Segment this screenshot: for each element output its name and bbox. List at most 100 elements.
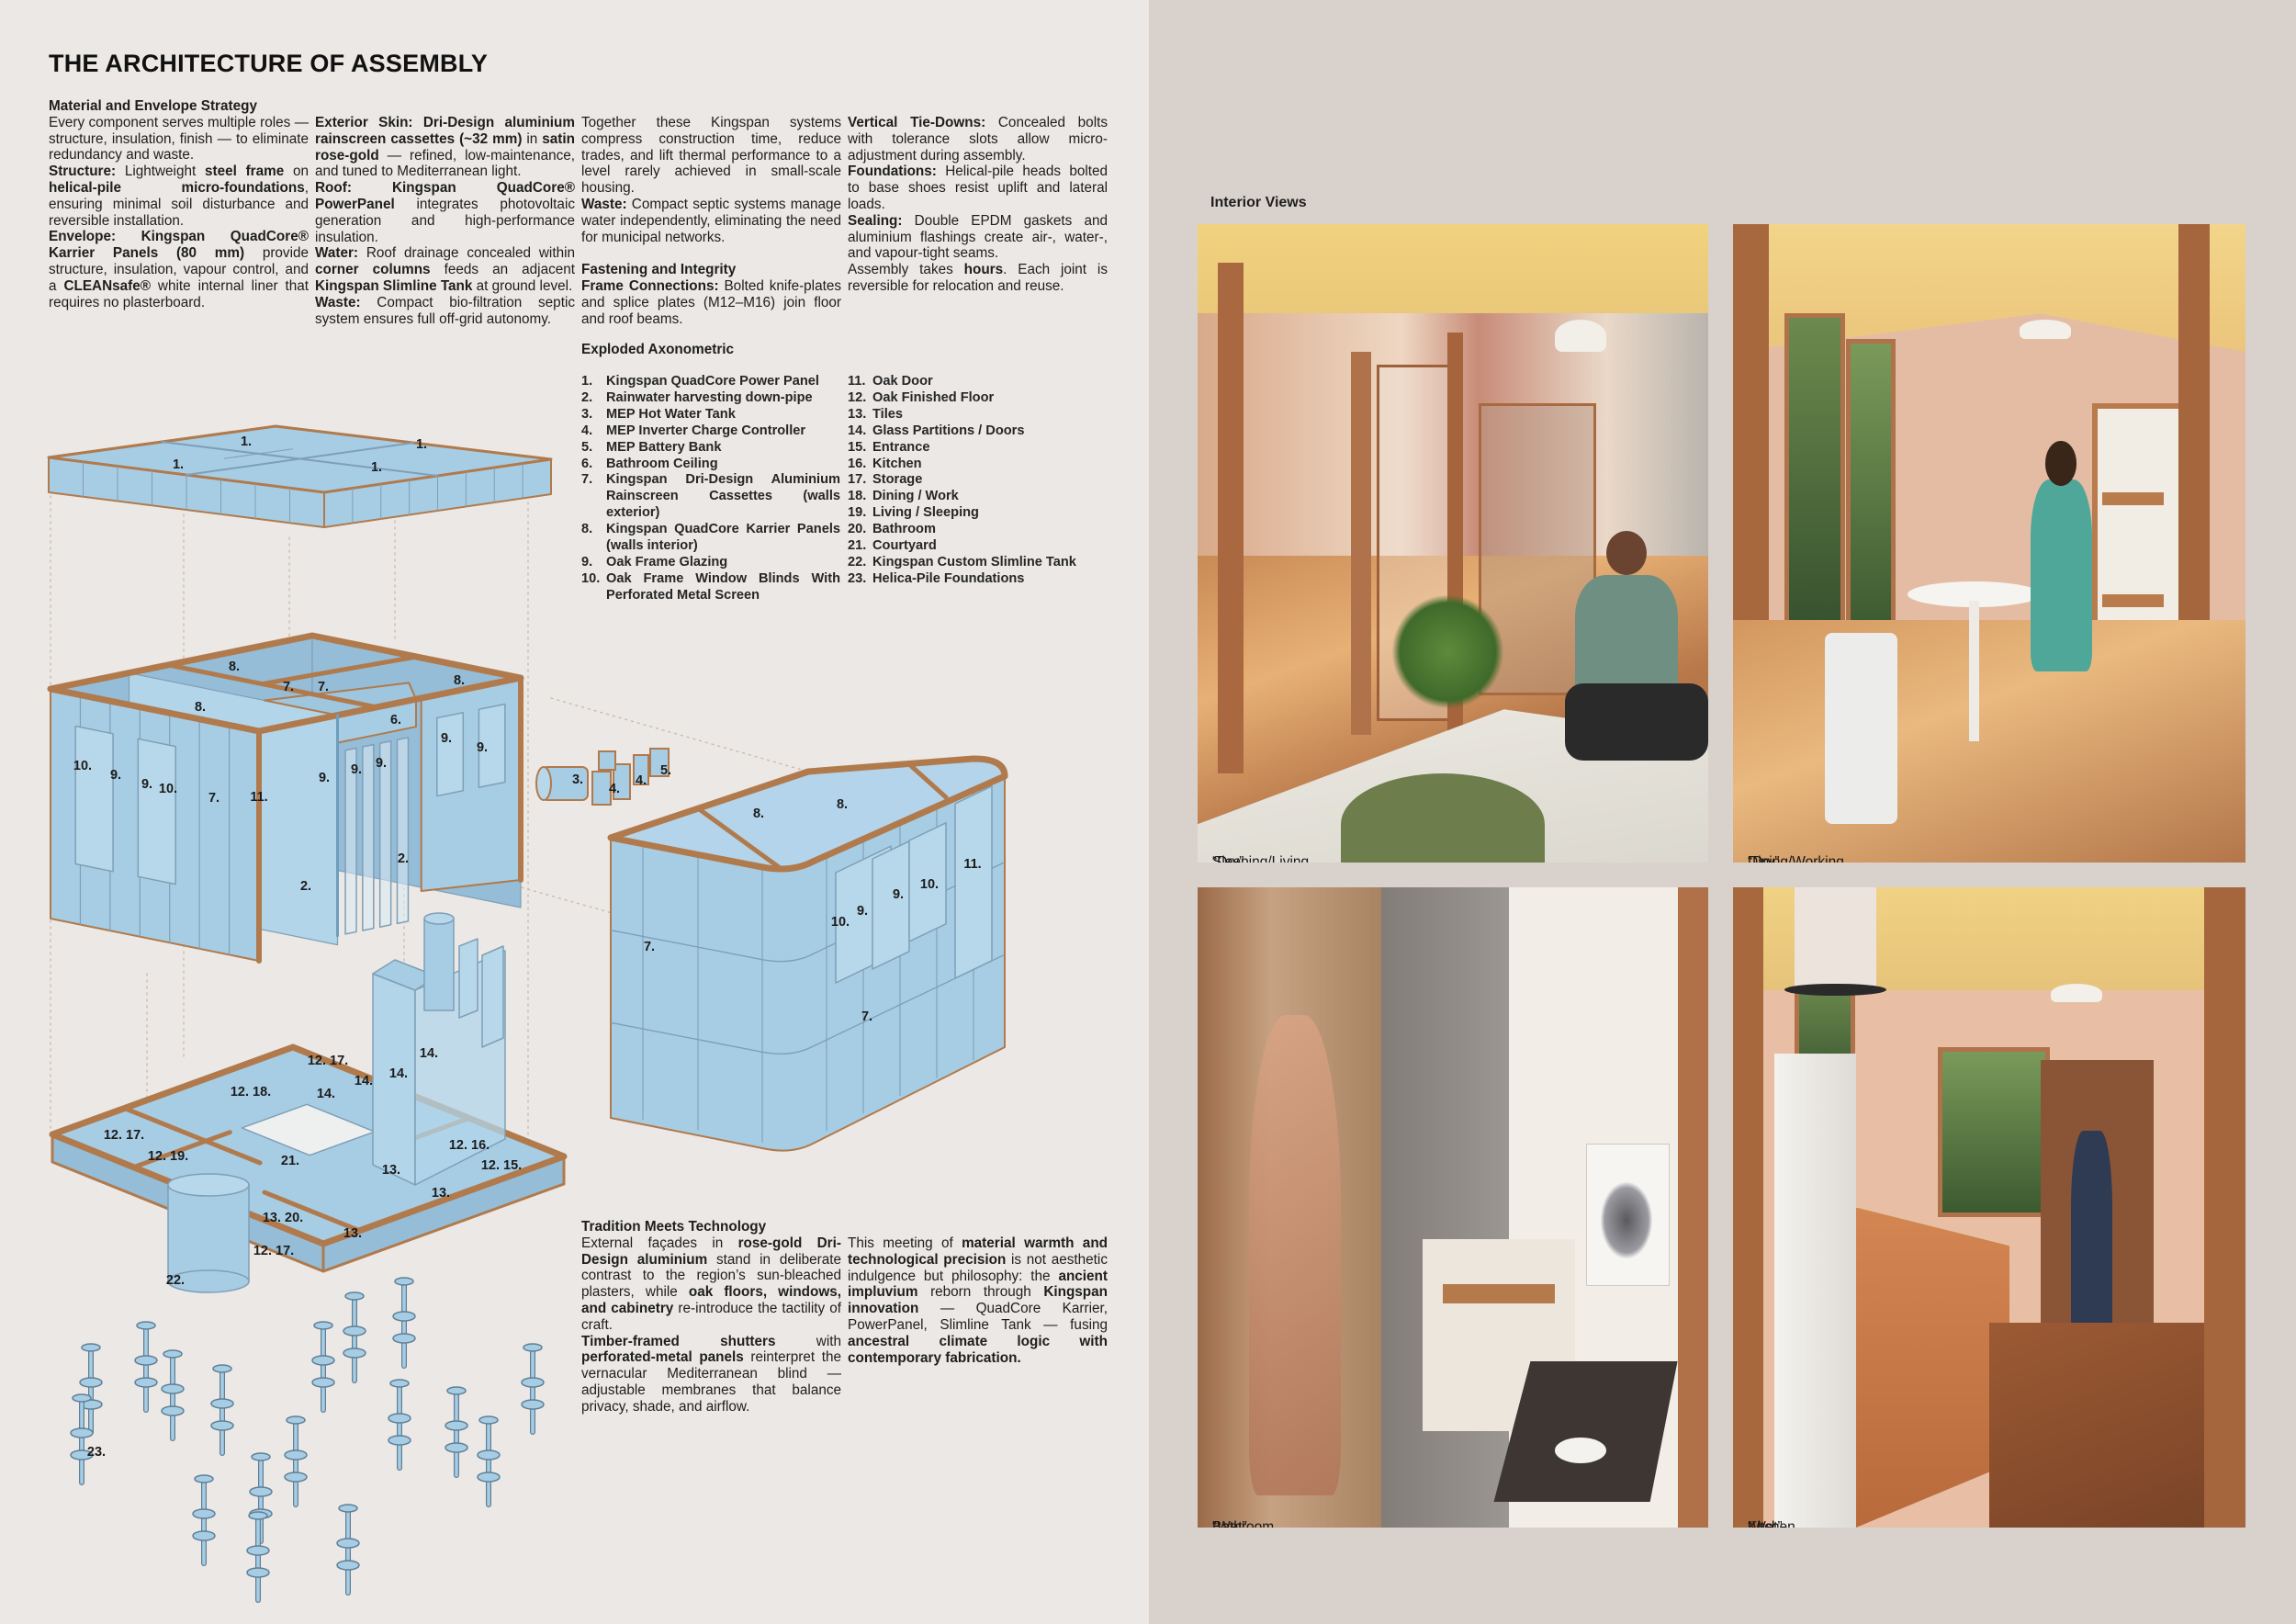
legend-number: 7. (581, 472, 593, 488)
pile-helix (388, 1413, 411, 1424)
rainwater-pipe-top (423, 912, 455, 925)
bold-text: perforated-metal panels (581, 1349, 744, 1366)
pile-head (478, 1415, 499, 1425)
text-run: Lightweight (116, 164, 205, 180)
component-callout-label: 11. (963, 857, 981, 872)
legend-item: 19.Living / Sleeping (848, 505, 1107, 522)
paragraph: Waste: Compact bio-filtration septic sys… (315, 295, 575, 328)
component-callout-label: 14. (317, 1087, 335, 1101)
legend-item: 16.Kitchen (848, 457, 1107, 473)
component-callout-label: 9. (857, 904, 868, 919)
legend-number: 2. (581, 389, 593, 405)
pile-helix (210, 1420, 234, 1431)
pile-helix (445, 1442, 468, 1453)
component-callout-label: 5. (660, 763, 671, 778)
component-callout-label: 12. 18. (231, 1085, 271, 1100)
oak-frame-glazing (458, 938, 478, 1019)
bold-text: Envelope: Kingspan QuadCore® Karrier Pan… (49, 229, 309, 262)
oak-frame-glazing (344, 747, 357, 935)
bold-text: Structure: (49, 164, 117, 180)
legend-label: MEP Inverter Charge Controller (606, 423, 806, 438)
text-run: reinterpret the vernacular Mediterranean… (581, 1349, 841, 1415)
paragraph: Waste: Compact septic systems manage wat… (581, 197, 841, 245)
window-blind-panel (74, 725, 114, 873)
legend-item: 9.Oak Frame Glazing (581, 555, 840, 571)
text-run: provide structure, insulation, vapour co… (49, 245, 309, 294)
legend-label: Living / Sleeping (872, 505, 979, 521)
legend-item: 22.Kingspan Custom Slimline Tank (848, 555, 1107, 571)
legend-number: 1. (581, 374, 593, 389)
pile-helix (521, 1377, 545, 1388)
component-callout-label: 7. (318, 680, 329, 694)
render-dry-sleeping-living: “Dry” UnitSleeping/Living Space (1198, 224, 1708, 863)
partition-top-edge (165, 662, 379, 710)
component-callout-label: 9. (477, 740, 488, 755)
pile-helix (246, 1545, 270, 1556)
legend-item: 8.Kingspan QuadCore Karrier Panels (wall… (581, 522, 840, 555)
legend-item: 6.Bathroom Ceiling (581, 457, 840, 473)
legend-number: 13. (848, 406, 867, 422)
legend-label: Glass Partitions / Doors (872, 423, 1025, 438)
pile-head (344, 1291, 365, 1301)
legend-number: 23. (848, 570, 867, 586)
pile-helix (70, 1449, 94, 1460)
legend-label: Oak Frame Glazing (606, 554, 728, 570)
legend-number: 12. (848, 389, 867, 405)
tradition-col3-text: External façades in rose-gold Dri-Design… (581, 1235, 841, 1415)
pile-head (163, 1349, 183, 1359)
caption-line1: “Dry” Unit (1212, 854, 1244, 863)
bold-text: Kingspan innovation (848, 1284, 1108, 1317)
legend-label: Oak Finished Floor (872, 389, 995, 405)
text-run: — QuadCore Karrier, PowerPanel, Slimline… (848, 1301, 1108, 1333)
pile-head (523, 1343, 543, 1352)
pile-helix (192, 1530, 216, 1541)
text-run: , ensuring minimal soil disturbance and … (49, 179, 309, 229)
pile-head (212, 1364, 232, 1373)
component-callout-label: 1. (241, 434, 252, 449)
pile-helix (343, 1348, 366, 1359)
oak-frame-glazing (436, 712, 465, 797)
page-title: THE ARCHITECTURE OF ASSEMBLY (49, 50, 489, 77)
text-run: re-introduce the tactility of craft. (581, 1300, 841, 1333)
paragraph: Every component serves multiple roles — … (49, 115, 309, 164)
interior-views-heading: Interior Views (1210, 195, 1307, 210)
bold-text: rose-gold Dri-Design aluminium (581, 1235, 841, 1268)
component-callout-label: 1. (173, 457, 184, 472)
legend-label: Oak Frame Window Blinds With Perforated … (606, 570, 840, 603)
component-callout-label: 9. (376, 756, 387, 771)
caption-line2: Sleeping/Living Space (1212, 854, 1310, 863)
pile-helix (336, 1538, 360, 1549)
pile-helix (284, 1472, 308, 1483)
legend-item: 3.MEP Hot Water Tank (581, 407, 840, 423)
legend-number: 22. (848, 554, 867, 570)
floor-partition (131, 1130, 232, 1170)
window-glazing (954, 785, 993, 979)
component-callout-label: 10. (73, 759, 92, 773)
legend-label: Courtyard (872, 538, 937, 554)
legend-item: 7. Kingspan Dri-Design Aluminium Rainscre… (581, 472, 840, 522)
legend-number: 8. (581, 522, 593, 537)
mep-unit (613, 763, 631, 800)
pile-helix (249, 1486, 273, 1497)
legend-item: 15.Entrance (848, 440, 1107, 457)
legend-item: 10.Oak Frame Window Blinds With Perforat… (581, 571, 840, 604)
legend-number: 16. (848, 456, 867, 471)
component-callout-label: 12. 15. (481, 1158, 522, 1173)
section-heading-tradition: Tradition Meets Technology (581, 1219, 767, 1235)
component-callout-label: 7. (861, 1009, 872, 1024)
caption-line1: “Wet” Unit (1748, 1519, 1783, 1528)
caption-line1: “Wet” Unit (1212, 1519, 1247, 1528)
partition-top-edge (695, 806, 782, 870)
hot-water-tank-end (535, 766, 552, 801)
section-heading-exploded: Exploded Axonometric (581, 342, 735, 357)
bold-text: material warmth and technological precis… (848, 1235, 1109, 1268)
mep-unit (633, 754, 649, 785)
text-run: . Each joint is reversible for relocatio… (848, 262, 1108, 294)
pile-head (394, 1277, 414, 1286)
dry-module-top-rim (47, 632, 524, 735)
legend-label: Kingspan Dri-Design Aluminium Rainscreen… (606, 472, 840, 521)
legend-number: 6. (581, 456, 593, 471)
component-callout-label: 12. 17. (104, 1128, 144, 1143)
legend-item: 12. Oak Finished Floor (848, 390, 1107, 407)
